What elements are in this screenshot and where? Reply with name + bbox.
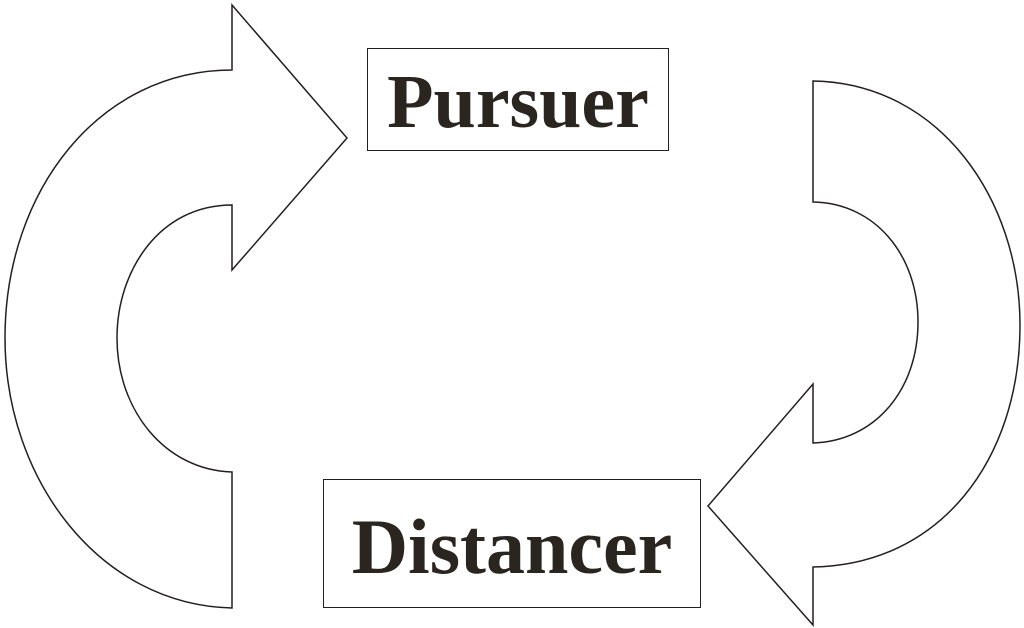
pursuer-node: Pursuer [367,48,669,151]
distancer-node: Distancer [323,479,701,608]
left-curved-arrow [4,2,348,609]
pursuer-label: Pursuer [387,59,649,144]
distancer-label: Distancer [351,502,673,590]
right-curved-arrow [707,80,1021,627]
